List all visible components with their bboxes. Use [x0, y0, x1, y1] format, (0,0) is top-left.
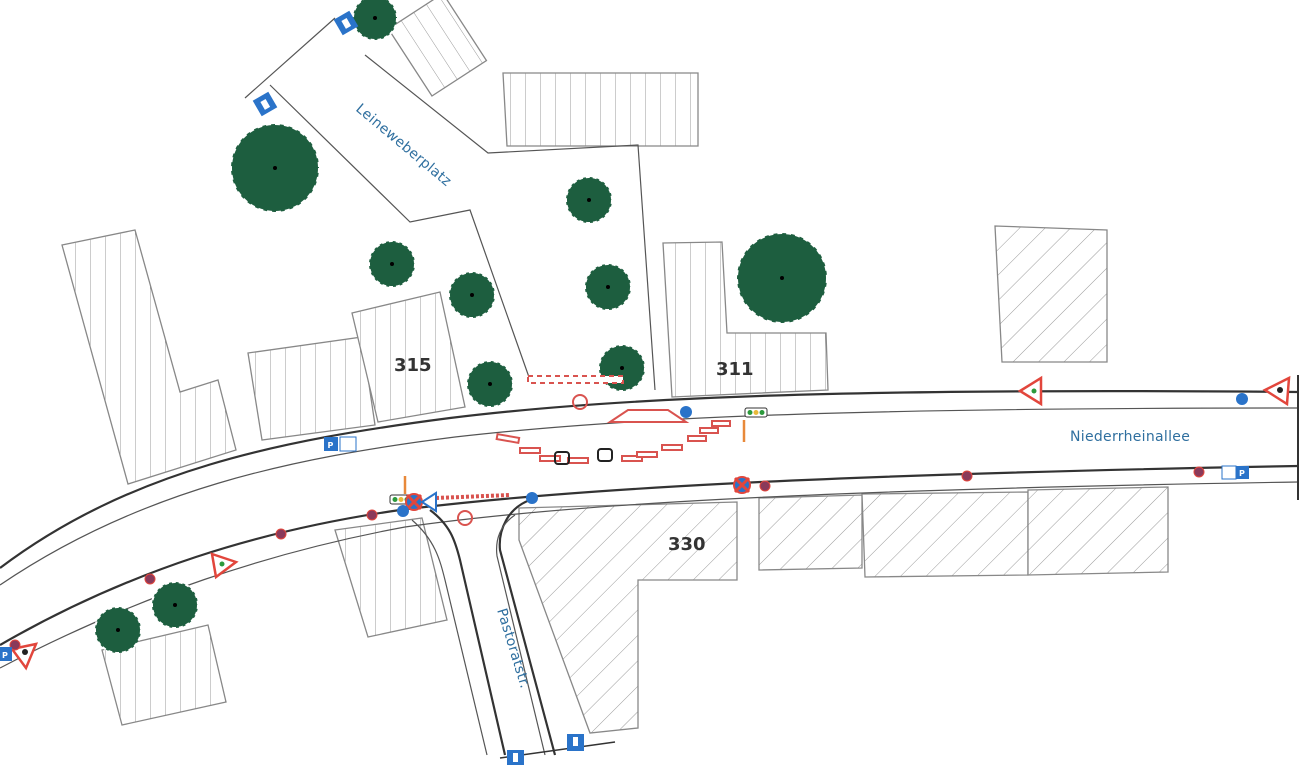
tree: [598, 344, 646, 392]
no-entry-circle: [572, 394, 588, 410]
building: [758, 494, 863, 571]
traffic-light: [742, 407, 768, 442]
tree: [368, 240, 416, 288]
yield-triangle-icon: [420, 491, 437, 513]
tree: [565, 176, 613, 224]
tree: [151, 581, 199, 629]
warning-triangle-icon: [1017, 375, 1043, 407]
parking-sign: P: [1221, 465, 1249, 480]
barrier-segments: [495, 420, 731, 464]
no-stopping-sign: [405, 493, 423, 511]
barrier: [606, 409, 690, 423]
roadwork-warning-icon: [1262, 375, 1291, 407]
building-311: [662, 241, 829, 398]
parking-sign: P: [0, 647, 12, 661]
trees: [94, 0, 828, 654]
tree: [736, 232, 828, 324]
house-number-315: 315: [394, 355, 432, 376]
dead-end-icon: [567, 734, 584, 751]
building: [994, 225, 1108, 363]
square-outline: [244, 17, 656, 391]
main-road: [0, 375, 1299, 669]
tree: [94, 606, 142, 654]
building: [334, 517, 448, 638]
no-entry-circle: [457, 510, 473, 526]
tree: [352, 0, 398, 41]
roadwork-warning-icon: [9, 642, 39, 671]
construction-lamp: [554, 451, 570, 465]
parking-sign: P: [324, 436, 357, 452]
info-markers: [526, 393, 1248, 504]
construction-lamp: [597, 448, 613, 462]
construction-barriers: [435, 375, 731, 526]
building: [502, 72, 699, 147]
building: [61, 229, 237, 485]
building: [1027, 486, 1169, 576]
no-stopping-sign: [733, 476, 751, 494]
buildings: [61, 0, 1169, 734]
tree: [448, 271, 496, 319]
tree: [230, 123, 320, 213]
svg-text:P: P: [328, 441, 334, 450]
dead-end-icon: [252, 91, 278, 117]
dead-end-icon: [333, 10, 359, 36]
tree: [466, 360, 514, 408]
building: [247, 336, 376, 441]
tree: [584, 263, 632, 311]
building: [101, 624, 227, 726]
building: [861, 491, 1029, 578]
no-parking-markers: [9, 466, 1205, 651]
building-330: [518, 501, 738, 734]
building-315: [351, 291, 466, 423]
svg-text:P: P: [2, 651, 8, 660]
barrier: [527, 375, 624, 384]
dead-end-icon: [507, 750, 524, 765]
direction-sign: [397, 505, 409, 517]
warning-triangle-icon: [210, 552, 239, 580]
building: [387, 0, 488, 97]
house-number-311: 311: [716, 359, 754, 380]
house-number-330: 330: [668, 534, 706, 555]
street-label-niederrheinallee: Niederrheinallee: [1070, 429, 1190, 445]
svg-text:P: P: [1239, 469, 1245, 478]
